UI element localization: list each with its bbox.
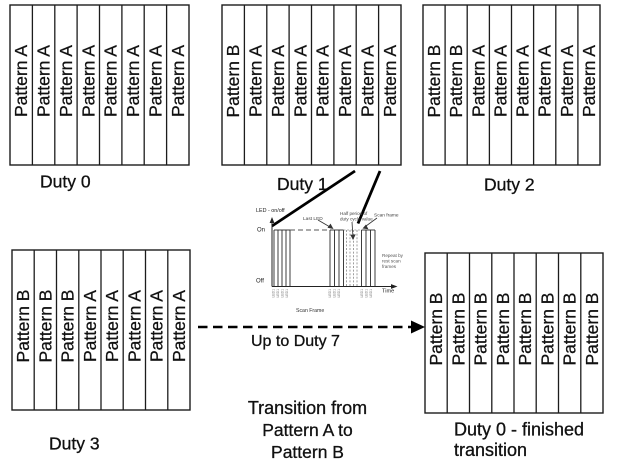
svg-text:Duty 1: Duty 1 bbox=[277, 174, 328, 194]
svg-text:Pattern B: Pattern B bbox=[13, 290, 33, 363]
svg-text:Pattern B: Pattern B bbox=[35, 290, 55, 363]
svg-text:Pattern A: Pattern A bbox=[78, 45, 98, 117]
svg-text:LED1: LED1 bbox=[285, 289, 289, 298]
svg-text:Pattern B: Pattern B bbox=[582, 293, 602, 366]
svg-text:Pattern A: Pattern A bbox=[102, 290, 122, 362]
svg-text:Duty 0: Duty 0 bbox=[40, 172, 91, 192]
svg-text:Pattern A: Pattern A bbox=[468, 45, 488, 117]
svg-text:Pattern A: Pattern A bbox=[579, 45, 599, 117]
svg-text:Transition from: Transition from bbox=[248, 398, 367, 418]
svg-text:LED1: LED1 bbox=[272, 289, 276, 298]
svg-text:Pattern B: Pattern B bbox=[424, 45, 444, 118]
svg-text:Up to Duty 7: Up to Duty 7 bbox=[251, 333, 340, 350]
svg-text:Pattern A: Pattern A bbox=[535, 45, 555, 117]
svg-text:Pattern B: Pattern B bbox=[560, 293, 580, 366]
svg-text:On: On bbox=[257, 228, 265, 234]
svg-text:Pattern A: Pattern A bbox=[290, 45, 310, 117]
svg-text:Pattern A: Pattern A bbox=[335, 45, 355, 117]
svg-text:rest scan: rest scan bbox=[382, 259, 401, 264]
svg-text:Time: Time bbox=[382, 289, 394, 295]
svg-text:LED1: LED1 bbox=[281, 289, 285, 298]
svg-text:Pattern B: Pattern B bbox=[471, 293, 491, 366]
svg-text:Pattern A: Pattern A bbox=[557, 45, 577, 117]
svg-text:frames: frames bbox=[382, 264, 397, 269]
svg-text:Pattern A: Pattern A bbox=[34, 45, 54, 117]
svg-text:Pattern A: Pattern A bbox=[357, 45, 377, 117]
svg-text:Pattern A: Pattern A bbox=[80, 290, 100, 362]
svg-text:Pattern B: Pattern B bbox=[426, 293, 446, 366]
svg-text:Pattern A: Pattern A bbox=[246, 45, 266, 117]
svg-text:Scan frame: Scan frame bbox=[374, 213, 399, 219]
svg-text:Pattern A: Pattern A bbox=[313, 45, 333, 117]
svg-text:Duty 2: Duty 2 bbox=[484, 175, 535, 195]
svg-text:Pattern A: Pattern A bbox=[490, 45, 510, 117]
svg-text:Pattern B: Pattern B bbox=[448, 293, 468, 366]
svg-text:Pattern A: Pattern A bbox=[513, 45, 533, 117]
svg-text:Duty 3: Duty 3 bbox=[49, 434, 100, 454]
svg-text:Last LED: Last LED bbox=[303, 216, 323, 222]
svg-text:Pattern A: Pattern A bbox=[56, 45, 76, 117]
svg-text:LED1: LED1 bbox=[369, 289, 373, 298]
svg-text:LED1: LED1 bbox=[337, 289, 341, 298]
svg-text:Pattern A: Pattern A bbox=[168, 45, 188, 117]
svg-text:Duty 0 - finished: Duty 0 - finished bbox=[454, 420, 584, 440]
svg-text:Pattern B: Pattern B bbox=[223, 45, 243, 118]
svg-text:LED1: LED1 bbox=[333, 289, 337, 298]
svg-text:Pattern B: Pattern B bbox=[493, 293, 513, 366]
svg-text:transition: transition bbox=[454, 440, 527, 460]
svg-text:Half period of: Half period of bbox=[340, 211, 368, 216]
svg-text:LED1: LED1 bbox=[360, 289, 364, 298]
svg-text:Pattern B: Pattern B bbox=[58, 290, 78, 363]
svg-text:Pattern A: Pattern A bbox=[11, 45, 31, 117]
svg-text:Pattern A to: Pattern A to bbox=[262, 420, 352, 440]
svg-text:Off: Off bbox=[256, 279, 264, 285]
svg-text:Pattern B: Pattern B bbox=[537, 293, 557, 366]
svg-text:Pattern A: Pattern A bbox=[124, 290, 144, 362]
svg-text:Pattern A: Pattern A bbox=[145, 45, 165, 117]
svg-text:LED1: LED1 bbox=[365, 289, 369, 298]
svg-text:Scan Frame: Scan Frame bbox=[296, 308, 324, 314]
svg-text:LED1: LED1 bbox=[276, 289, 280, 298]
svg-text:LED - on/off: LED - on/off bbox=[256, 208, 285, 214]
svg-text:Pattern A: Pattern A bbox=[123, 45, 143, 117]
svg-text:Pattern A: Pattern A bbox=[147, 290, 167, 362]
svg-text:Pattern A: Pattern A bbox=[268, 45, 288, 117]
svg-text:Pattern A: Pattern A bbox=[169, 290, 189, 362]
svg-text:Repeat by: Repeat by bbox=[382, 253, 404, 258]
svg-text:LED1: LED1 bbox=[328, 289, 332, 298]
svg-text:Pattern B: Pattern B bbox=[515, 293, 535, 366]
svg-text:Pattern B: Pattern B bbox=[446, 45, 466, 118]
svg-text:Pattern A: Pattern A bbox=[101, 45, 121, 117]
svg-text:Pattern B: Pattern B bbox=[271, 442, 344, 462]
svg-text:Pattern A: Pattern A bbox=[380, 45, 400, 117]
svg-text:duty cycle value: duty cycle value bbox=[340, 217, 373, 222]
